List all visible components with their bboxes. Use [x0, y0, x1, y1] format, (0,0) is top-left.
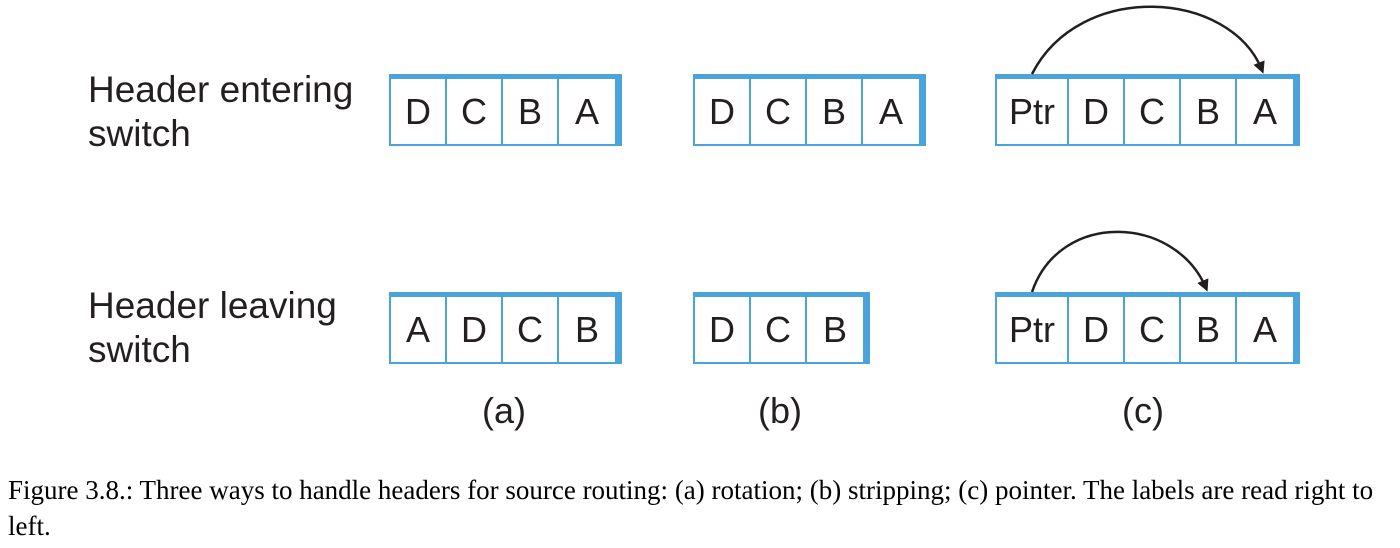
- row-label-entering-line2: switch: [88, 113, 191, 154]
- header-cell: D: [695, 297, 751, 362]
- header-cell: B: [807, 79, 863, 144]
- header-cell: D: [1069, 297, 1125, 362]
- pointer-arrow-entering: [1030, 5, 1265, 75]
- header-b-entering: D C B A: [693, 74, 926, 146]
- header-cell: C: [751, 297, 807, 362]
- header-b-leaving: D C B: [693, 292, 870, 364]
- header-a-leaving: A D C B: [389, 292, 622, 364]
- header-cell: A: [878, 90, 903, 132]
- header-cell: B: [822, 308, 847, 350]
- header-cell: B: [1181, 79, 1237, 144]
- header-cell: A: [1252, 308, 1277, 350]
- header-cell: B: [1181, 297, 1237, 362]
- header-cell: C: [1125, 297, 1181, 362]
- header-cell: B: [503, 79, 559, 144]
- row-label-leaving-line1: Header leaving: [88, 285, 337, 326]
- header-cell: D: [695, 79, 751, 144]
- header-c-entering: Ptr D C B A: [995, 74, 1300, 146]
- header-c-leaving: Ptr D C B A: [995, 292, 1300, 364]
- header-cell: D: [391, 79, 447, 144]
- header-cell: D: [447, 297, 503, 362]
- header-a-entering: D C B A: [389, 74, 622, 146]
- row-label-leaving: Header leaving switch: [88, 284, 337, 372]
- panel-label-a: (a): [482, 390, 526, 431]
- header-cell: C: [447, 79, 503, 144]
- header-cell: B: [574, 308, 599, 350]
- pointer-cell: Ptr: [997, 297, 1069, 362]
- header-cell: C: [751, 79, 807, 144]
- pointer-arrow-leaving: [1030, 230, 1209, 293]
- header-cell: C: [1125, 79, 1181, 144]
- row-label-leaving-line2: switch: [88, 329, 191, 370]
- row-label-entering: Header entering switch: [88, 68, 353, 156]
- figure-caption: Figure 3.8.: Three ways to handle header…: [8, 475, 1374, 541]
- panel-label-c: (c): [1122, 390, 1164, 431]
- pointer-cell: Ptr: [997, 79, 1069, 144]
- header-cell: D: [1069, 79, 1125, 144]
- header-cell: C: [503, 297, 559, 362]
- row-label-entering-line1: Header entering: [88, 69, 354, 110]
- header-cell: A: [1252, 90, 1277, 132]
- header-cell: A: [574, 90, 599, 132]
- panel-label-b: (b): [758, 390, 802, 431]
- header-cell: A: [391, 297, 447, 362]
